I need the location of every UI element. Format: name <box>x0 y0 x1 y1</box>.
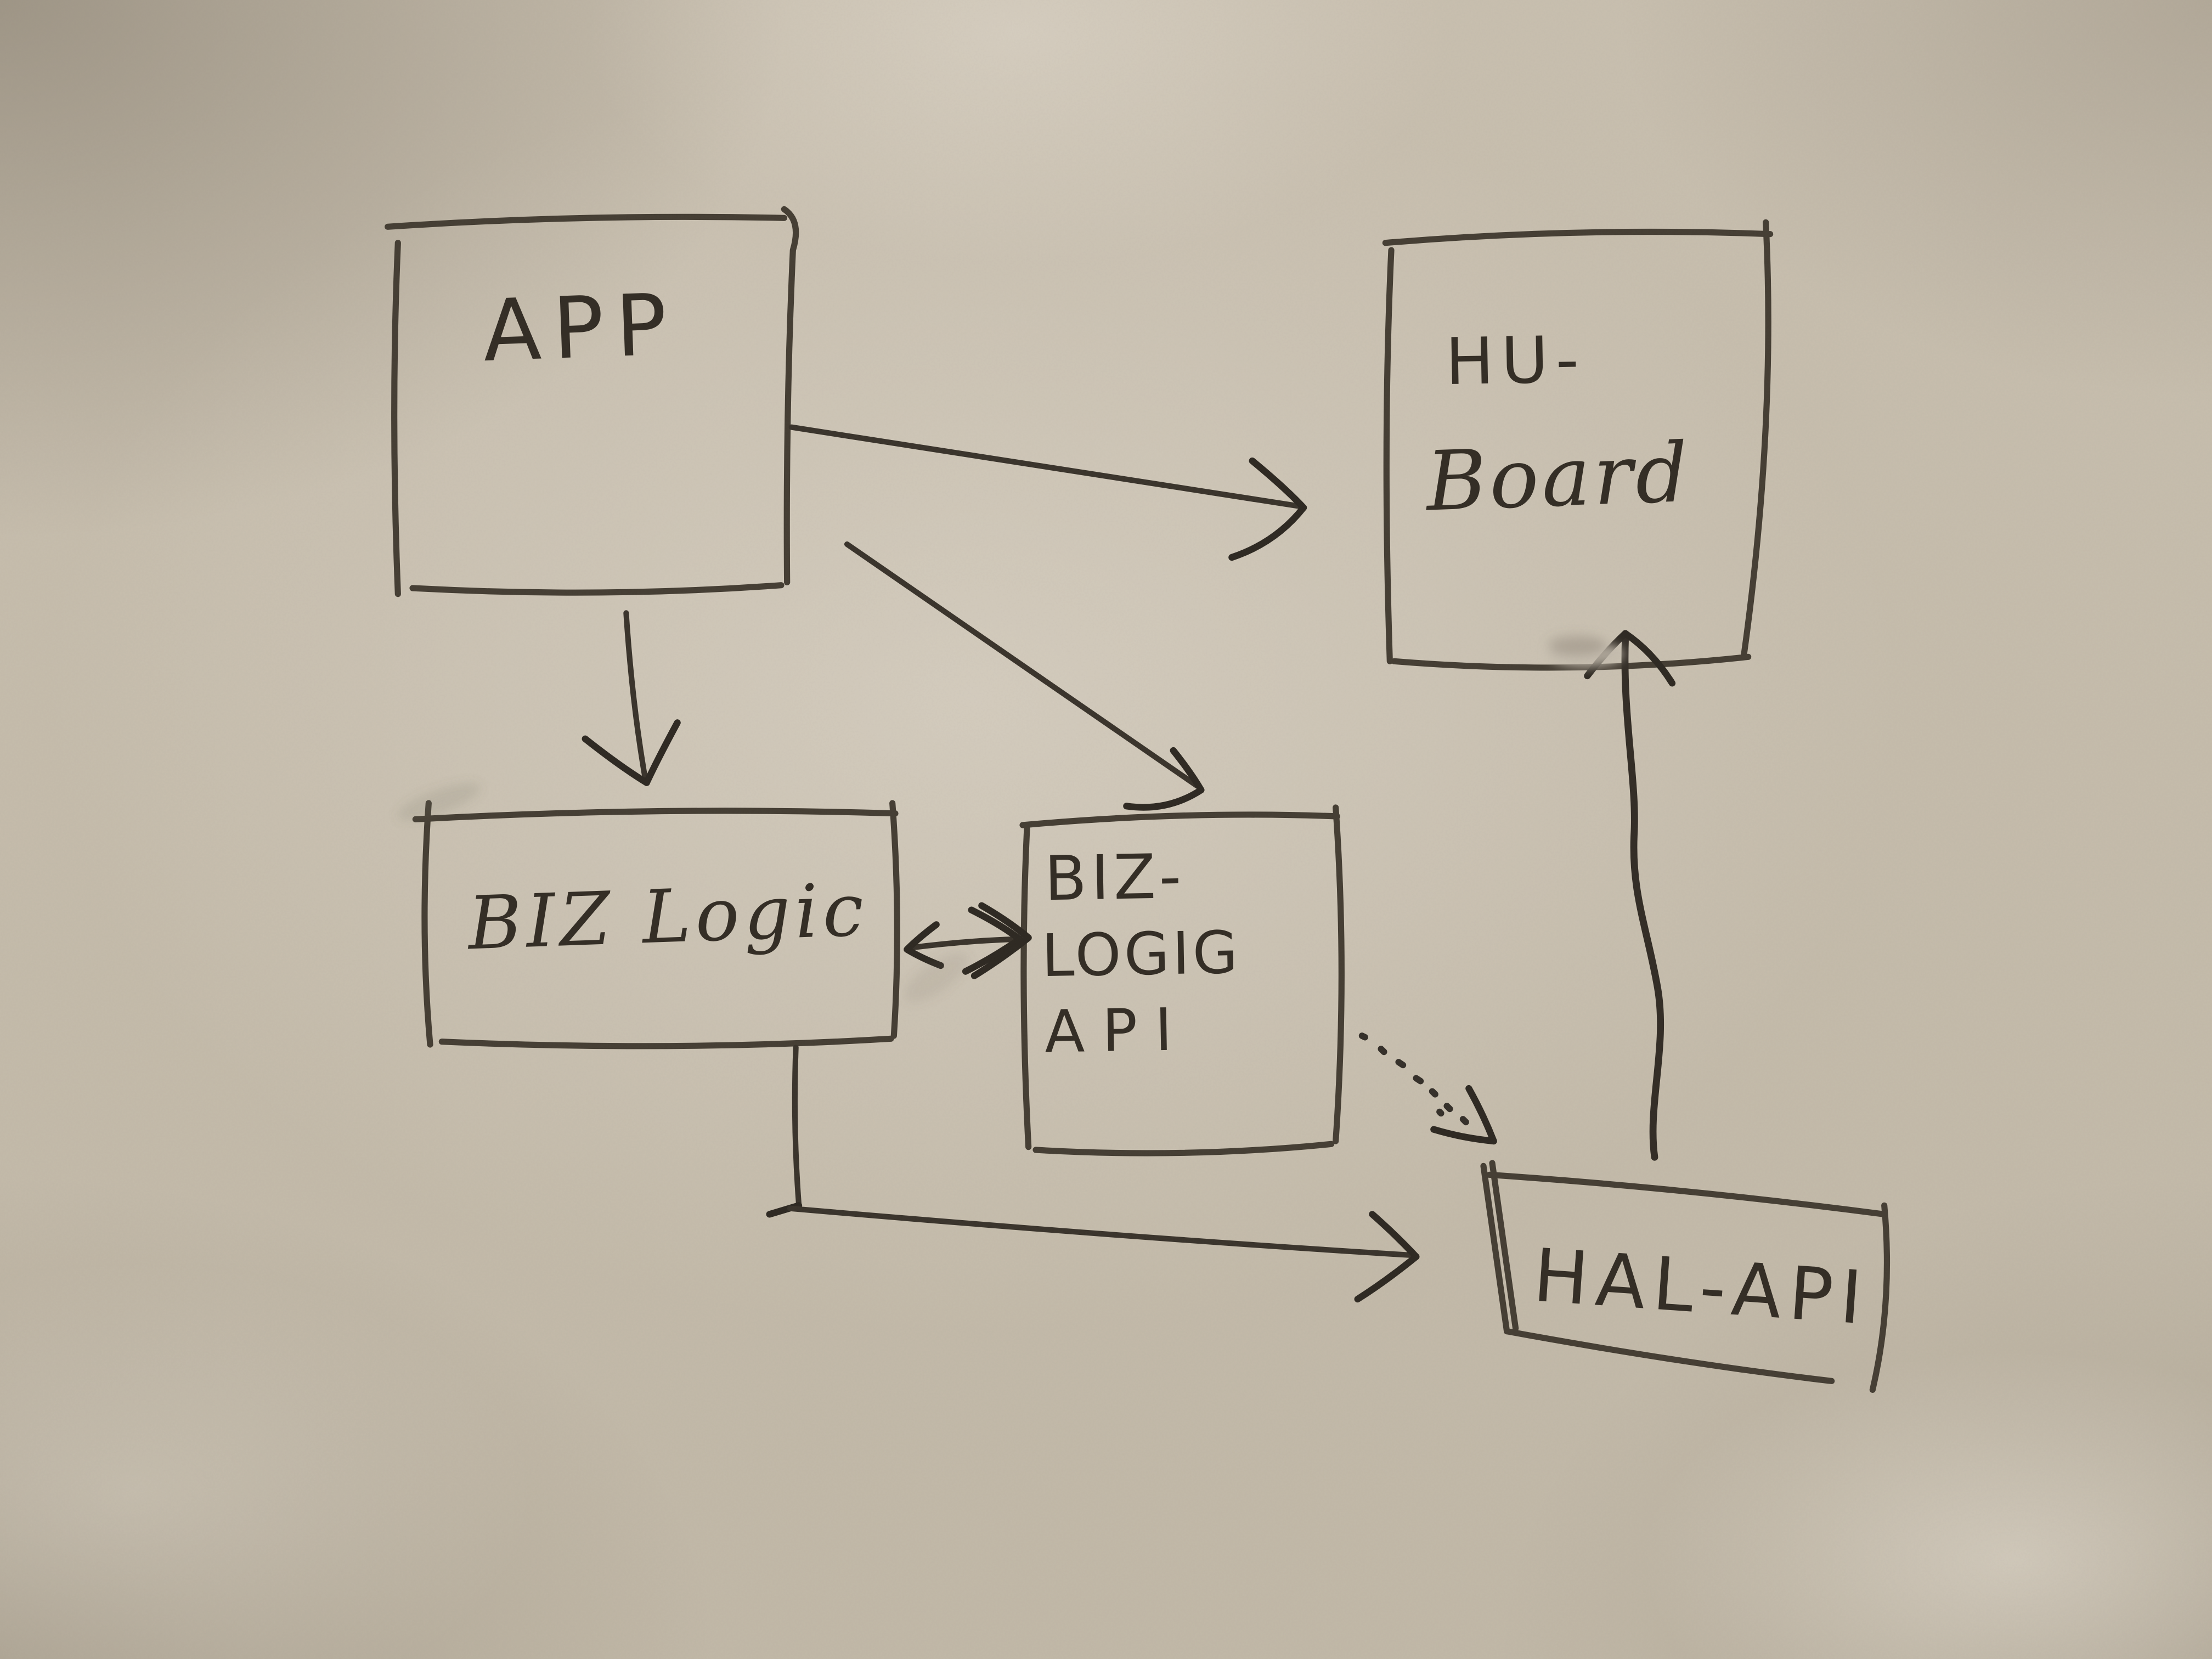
photo-grain-overlay <box>0 0 2212 1659</box>
whiteboard-photo: APP HU- Board BIZ Logic BIZ- LOGIG <box>0 0 2212 1659</box>
diagram-sketch: APP HU- Board BIZ Logic BIZ- LOGIG <box>0 0 2212 1659</box>
